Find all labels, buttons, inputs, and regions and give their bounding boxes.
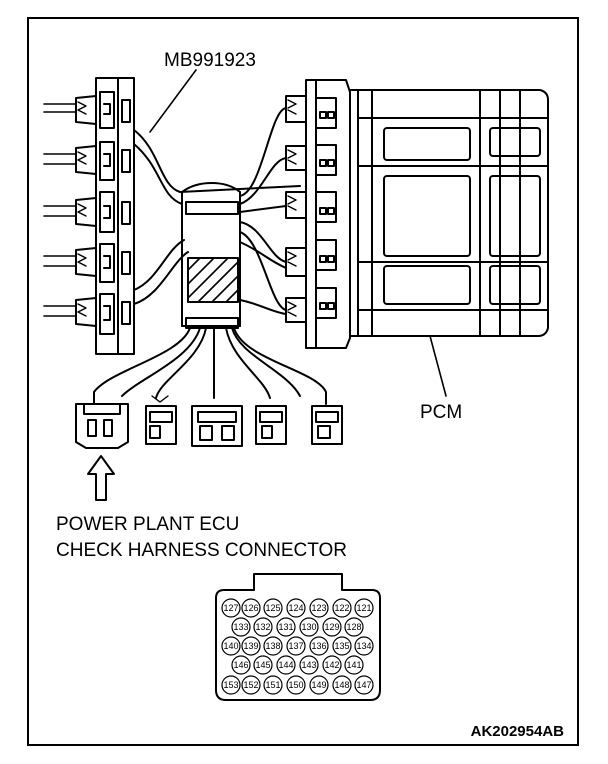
pin-label: 149 [311,680,326,690]
harness-trunk [93,107,327,405]
pin-label: 130 [301,622,316,632]
pcm-unit [341,89,549,337]
tool-leader-line [149,69,197,133]
caption-line-1: POWER PLANT ECU [56,514,239,535]
pin-label: 138 [265,641,280,651]
pin-label: 136 [311,641,326,651]
pin-label: 148 [334,680,349,690]
pin-label: 132 [255,622,270,632]
pin-label: 129 [324,622,339,632]
pcm-leader-line [429,335,447,397]
pin-label: 127 [223,603,238,613]
pin-label: 128 [346,622,361,632]
pin-label: 150 [288,680,303,690]
engine-side-wires [43,103,77,317]
pin-label: 123 [311,603,326,613]
pin-label: 135 [334,641,349,651]
tool-label: MB991923 [164,50,256,71]
pin-label: 134 [356,641,371,651]
pin-label: 137 [288,641,303,651]
pin-label: 141 [346,660,361,670]
pcm-side-connector-stack [285,79,351,349]
engine-side-connector-stack [75,77,135,355]
pin-label: 143 [301,660,316,670]
pin-label: 121 [356,603,371,613]
pin-label: 144 [278,660,293,670]
pin-label: 122 [334,603,349,613]
pin-label: 146 [233,660,248,670]
pin-label: 139 [243,641,258,651]
pin-label: 142 [324,660,339,670]
figure-id: AK202954AB [471,723,565,740]
caption-line-2: CHECK HARNESS CONNECTOR [56,540,347,561]
pin-label: 145 [255,660,270,670]
pin-label: 126 [243,603,258,613]
up-arrow-icon [87,455,115,501]
pin-label: 125 [265,603,280,613]
pin-label: 152 [243,680,258,690]
check-harness-connectors [75,395,343,449]
pin-label: 133 [233,622,248,632]
pin-label: 151 [265,680,280,690]
connector-pin-circles [221,598,374,695]
pin-label: 124 [288,603,303,613]
pin-label: 131 [278,622,293,632]
pin-label: 140 [223,641,238,651]
pin-label: 153 [223,680,238,690]
pcm-label: PCM [420,402,462,423]
pin-label: 147 [356,680,371,690]
